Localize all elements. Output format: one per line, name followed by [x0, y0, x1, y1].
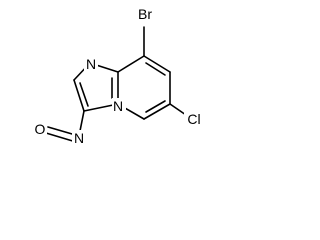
- atom-label-n-bridgehead: N: [113, 98, 123, 114]
- bond-c6-c5: [143, 103, 171, 120]
- bond-c2-c3: [73, 79, 85, 112]
- bond-c8-c7: [143, 55, 171, 73]
- atom-n-bridgehead: N: [112, 98, 126, 114]
- atom-n-imidazole: N: [84, 56, 98, 72]
- bond-n-o-inner: [45, 132, 77, 143]
- bond-c8a-c8: [117, 55, 145, 73]
- bond-c8-c7-inner: [145, 62, 166, 76]
- bond-c2-c3-inner: [79, 82, 89, 107]
- bond-c6-c5-inner: [145, 100, 166, 113]
- atom-label-br: Br: [138, 6, 152, 22]
- atom-label-o-nitroso: O: [35, 121, 46, 137]
- atom-label-cl: Cl: [187, 111, 200, 127]
- atom-n-nitroso: N: [72, 130, 86, 146]
- atom-label-n-nitroso: N: [74, 130, 84, 146]
- atom-o-nitroso: O: [33, 121, 47, 137]
- bond-c6-cl: [169, 103, 187, 116]
- atom-cl: Cl: [184, 111, 204, 128]
- molecule-diagram: Br Cl N N N O: [33, 6, 204, 146]
- structure-canvas: Br Cl N N N O: [0, 0, 212, 170]
- atom-label-n-imidazole: N: [86, 56, 96, 72]
- atom-br: Br: [134, 6, 156, 23]
